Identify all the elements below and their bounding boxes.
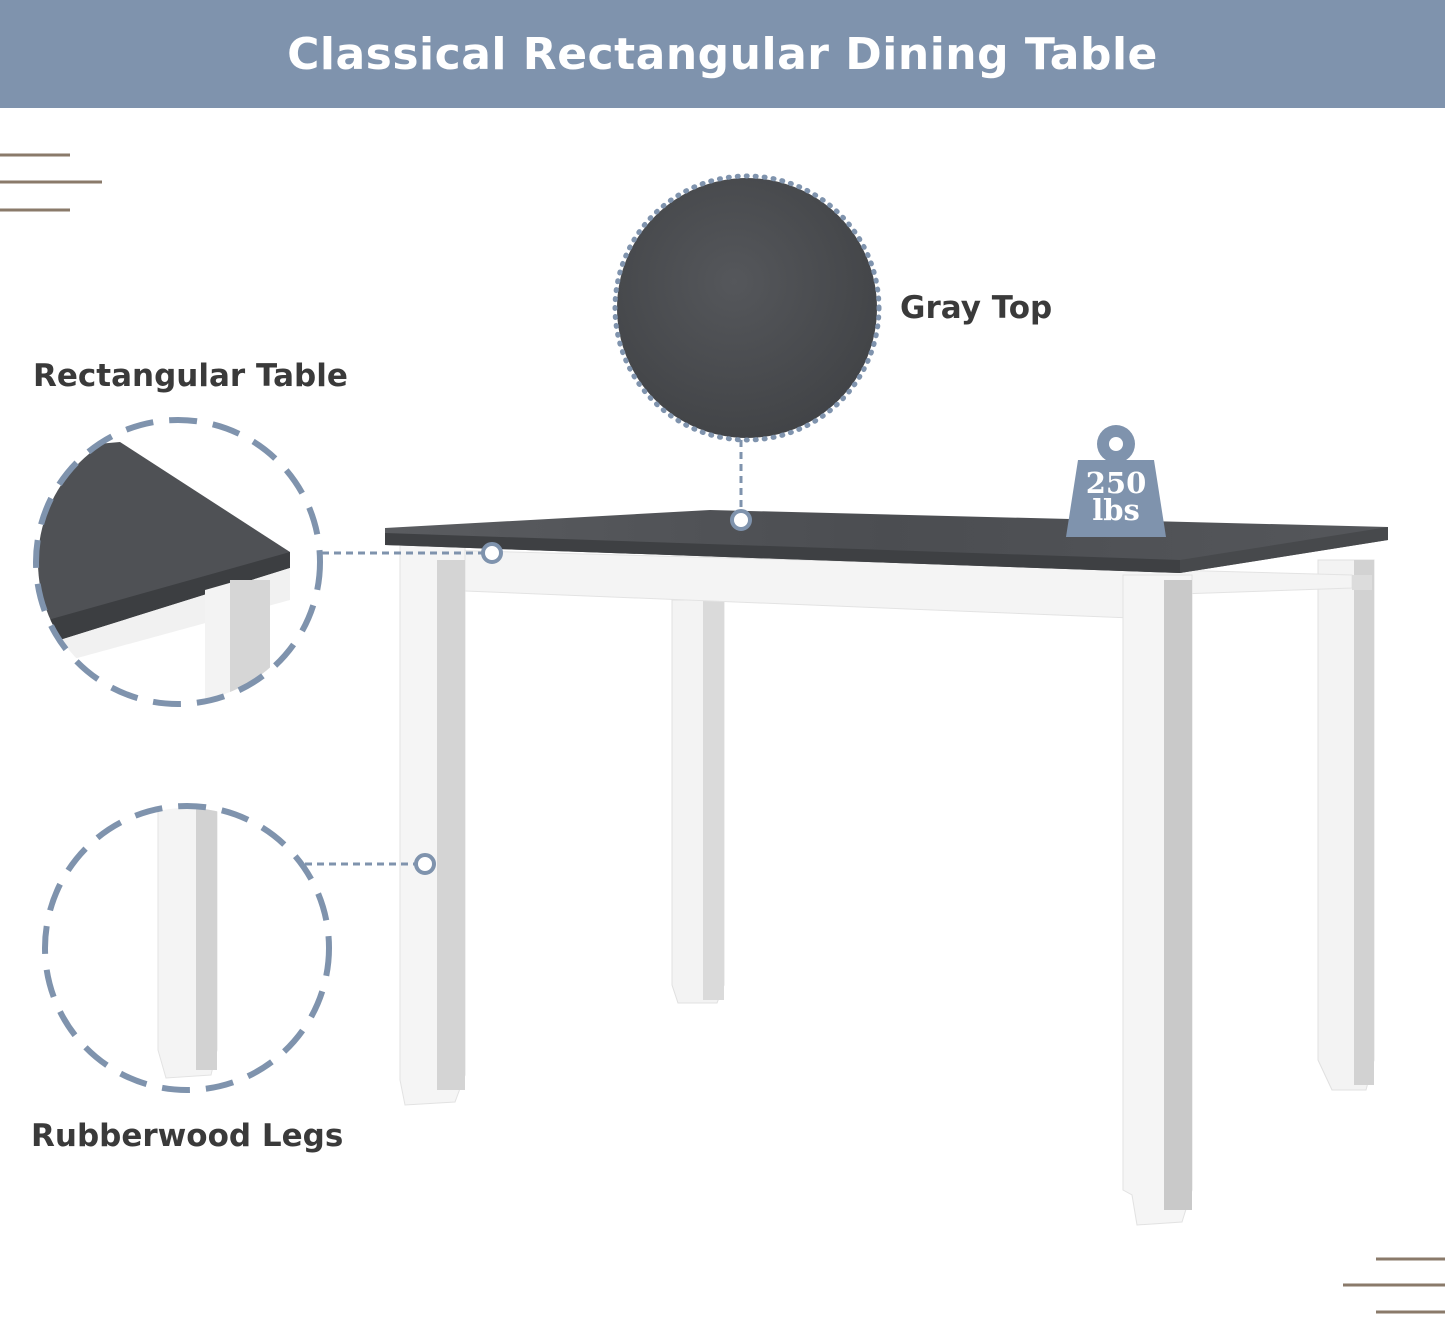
rubberwood-legs-label: Rubberwood Legs (31, 1118, 344, 1154)
title-banner: Classical Rectangular Dining Table (0, 0, 1445, 108)
rubberwood-legs-marker (414, 853, 436, 875)
rubberwood-legs-callout (42, 803, 436, 1093)
rectangular-table-label: Rectangular Table (33, 358, 348, 394)
decorative-lines-top-left (0, 153, 102, 212)
weight-value: 250 (1085, 466, 1147, 500)
gray-top-swatch (612, 173, 882, 531)
dining-table (385, 510, 1388, 1226)
weight-capacity-icon (1066, 425, 1166, 537)
weight-unit: lbs (1092, 493, 1140, 527)
rectangular-table-marker (481, 542, 503, 564)
rectangular-table-callout (33, 417, 503, 707)
gray-top-marker (730, 509, 752, 531)
weight-badge-text: 250 lbs (1068, 466, 1164, 527)
banner-title: Classical Rectangular Dining Table (287, 28, 1158, 80)
decorative-lines-bottom-right (1343, 1257, 1445, 1314)
gray-top-label: Gray Top (900, 290, 1053, 326)
